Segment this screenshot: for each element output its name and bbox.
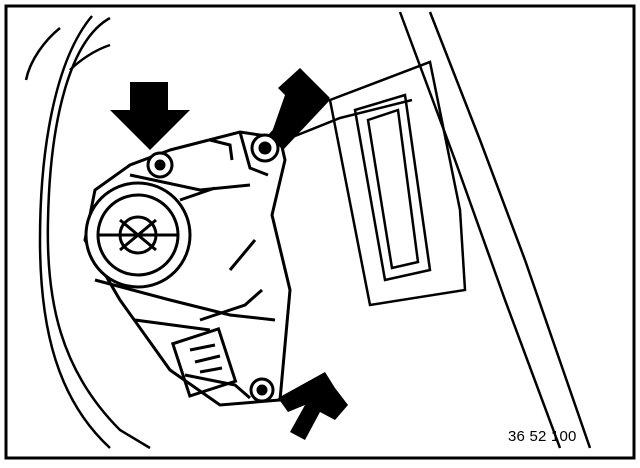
mounting-bolts xyxy=(146,133,280,403)
arrow-icon xyxy=(110,82,190,150)
arrow-icon xyxy=(268,68,330,150)
drive-gear xyxy=(84,181,192,289)
door-frame-lines xyxy=(284,11,592,449)
arrow-icon xyxy=(278,372,348,440)
door-handle-recess xyxy=(328,60,467,307)
figure-reference-code: 36 52 100 xyxy=(508,428,577,445)
door-trim-outline xyxy=(24,15,151,450)
